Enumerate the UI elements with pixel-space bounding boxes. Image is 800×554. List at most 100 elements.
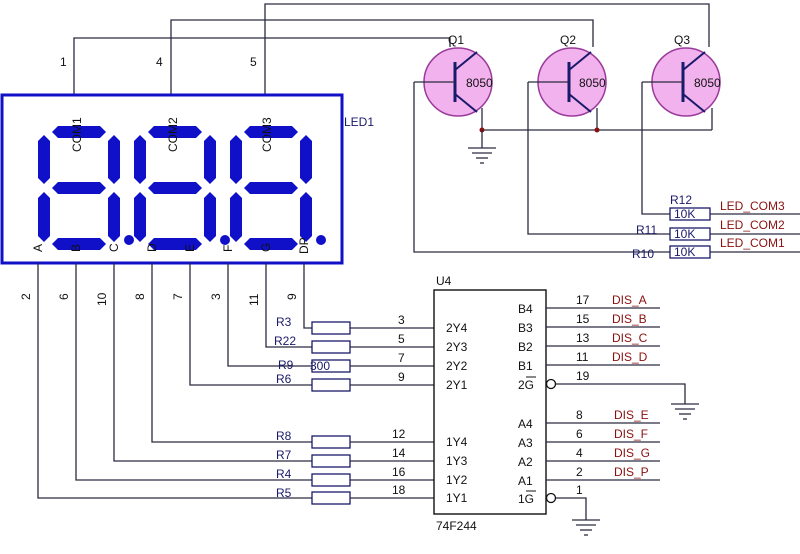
svg-text:13: 13 bbox=[576, 331, 590, 345]
ground-1g bbox=[572, 519, 600, 536]
digit-3 bbox=[230, 126, 326, 250]
q1-label: Q1 bbox=[448, 33, 464, 47]
svg-text:2Y4: 2Y4 bbox=[446, 321, 468, 335]
com1-label: COM1 bbox=[70, 117, 84, 152]
r22-label: R22 bbox=[274, 334, 296, 348]
seg-e-pin-number: 7 bbox=[171, 293, 185, 300]
segment-wires bbox=[37, 263, 312, 499]
seg-b-label: B bbox=[69, 244, 83, 252]
net-label: LED_COM3 bbox=[720, 199, 785, 213]
svg-text:1Y3: 1Y3 bbox=[446, 454, 468, 468]
svg-text:R11: R11 bbox=[636, 223, 657, 237]
seg-a-label: A bbox=[31, 244, 45, 252]
segment-resistors bbox=[311, 321, 434, 505]
com2-label: COM2 bbox=[166, 117, 180, 152]
svg-text:DIS_A: DIS_A bbox=[612, 293, 647, 307]
seg-g-label: G bbox=[259, 243, 273, 252]
com3-pin-number: 5 bbox=[250, 55, 257, 69]
resistor-r11: R11 10K LED_COM2 bbox=[636, 218, 785, 241]
seg-d-pin-number: 8 bbox=[133, 293, 147, 300]
svg-text:DIS_P: DIS_P bbox=[614, 465, 649, 479]
r5-label: R5 bbox=[276, 486, 292, 500]
svg-text:1Y4: 1Y4 bbox=[446, 435, 468, 449]
svg-text:9: 9 bbox=[398, 370, 405, 384]
svg-text:R10: R10 bbox=[632, 247, 654, 261]
chip-part: 74F244 bbox=[436, 519, 477, 533]
svg-text:12: 12 bbox=[392, 427, 406, 441]
r3-label: R3 bbox=[276, 315, 292, 329]
svg-text:A1: A1 bbox=[518, 474, 533, 488]
q3-type: 8050 bbox=[694, 76, 721, 90]
svg-text:B2: B2 bbox=[518, 340, 533, 354]
svg-text:6: 6 bbox=[576, 427, 583, 441]
resistor-r10: R10 10K LED_COM1 bbox=[632, 236, 785, 261]
svg-text:DIS_G: DIS_G bbox=[614, 446, 650, 460]
svg-text:19: 19 bbox=[576, 369, 590, 383]
seg-a-pin-number: 2 bbox=[19, 293, 33, 300]
q3-label: Q3 bbox=[674, 33, 690, 47]
com3-label: COM3 bbox=[260, 117, 274, 152]
seg-dp-label: DP bbox=[297, 237, 311, 254]
svg-text:5: 5 bbox=[398, 332, 405, 346]
svg-text:DIS_D: DIS_D bbox=[612, 350, 648, 364]
r7-label: R7 bbox=[276, 448, 292, 462]
svg-text:A2: A2 bbox=[518, 455, 533, 469]
emitter-bus bbox=[479, 108, 713, 148]
svg-text:2G: 2G bbox=[518, 378, 534, 392]
svg-text:DIS_E: DIS_E bbox=[614, 408, 649, 422]
r9-label: R9 bbox=[278, 358, 294, 372]
svg-text:R12: R12 bbox=[670, 193, 692, 207]
svg-text:17: 17 bbox=[576, 293, 590, 307]
seg-g-pin-number: 11 bbox=[247, 293, 261, 306]
com-wires bbox=[73, 3, 710, 95]
transistor-q2: Q2 8050 bbox=[528, 33, 607, 117]
chip-74f244: U4 74F244 3 2Y4 5 2Y3 7 2Y2 9 2Y1 12 1Y4… bbox=[392, 274, 699, 536]
svg-text:14: 14 bbox=[392, 446, 406, 460]
svg-text:2Y1: 2Y1 bbox=[446, 378, 468, 392]
seven-segment-display: LED1 bbox=[0, 93, 374, 265]
svg-text:4: 4 bbox=[576, 446, 583, 460]
q2-label: Q2 bbox=[560, 33, 576, 47]
svg-text:1: 1 bbox=[576, 483, 583, 497]
seg-f-pin-number: 3 bbox=[209, 293, 223, 300]
svg-text:15: 15 bbox=[576, 312, 590, 326]
svg-text:A4: A4 bbox=[518, 417, 533, 431]
svg-text:A3: A3 bbox=[518, 436, 533, 450]
svg-text:7: 7 bbox=[398, 351, 405, 365]
r8-label: R8 bbox=[276, 429, 292, 443]
svg-text:2Y2: 2Y2 bbox=[446, 359, 468, 373]
svg-text:B4: B4 bbox=[518, 302, 533, 316]
r6-label: R6 bbox=[276, 372, 292, 386]
svg-text:DIS_B: DIS_B bbox=[612, 312, 647, 326]
svg-text:3: 3 bbox=[398, 313, 405, 327]
seg-dp-pin-number: 9 bbox=[285, 293, 299, 300]
svg-text:8: 8 bbox=[576, 408, 583, 422]
r9-value: 300 bbox=[310, 359, 330, 373]
seg-b-pin-number: 6 bbox=[57, 293, 71, 300]
display-label: LED1 bbox=[344, 115, 374, 129]
svg-text:2: 2 bbox=[576, 465, 583, 479]
seg-e-label: E bbox=[183, 244, 197, 252]
seg-d-label: D bbox=[145, 243, 159, 252]
svg-text:1G: 1G bbox=[518, 492, 534, 506]
ground-2g bbox=[671, 403, 699, 420]
svg-text:10K: 10K bbox=[674, 227, 695, 241]
svg-text:DIS_F: DIS_F bbox=[614, 427, 648, 441]
svg-text:B1: B1 bbox=[518, 359, 533, 373]
chip-ref: U4 bbox=[436, 274, 452, 288]
svg-text:16: 16 bbox=[392, 465, 406, 479]
digit-2 bbox=[134, 126, 230, 250]
svg-text:1Y2: 1Y2 bbox=[446, 473, 468, 487]
transistor-q3: Q3 8050 bbox=[642, 33, 721, 117]
com1-pin-number: 1 bbox=[60, 55, 67, 69]
q1-type: 8050 bbox=[466, 76, 493, 90]
com2-pin-number: 4 bbox=[156, 55, 163, 69]
q2-type: 8050 bbox=[579, 76, 606, 90]
seg-f-label: F bbox=[221, 245, 235, 252]
svg-text:B3: B3 bbox=[518, 321, 533, 335]
digit-1 bbox=[38, 126, 134, 250]
net-label: LED_COM1 bbox=[720, 236, 785, 250]
svg-text:DIS_C: DIS_C bbox=[612, 331, 648, 345]
net-label: LED_COM2 bbox=[720, 218, 785, 232]
